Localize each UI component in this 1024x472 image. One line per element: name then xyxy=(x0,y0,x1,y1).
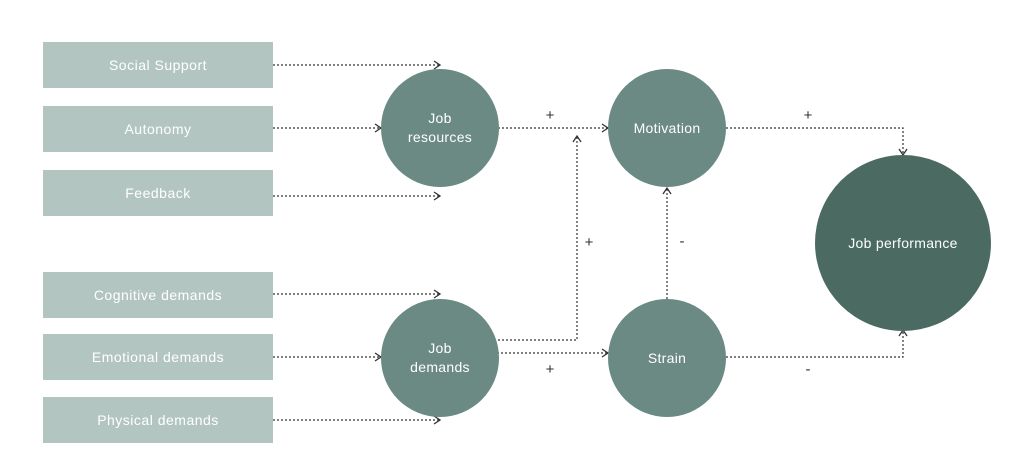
sign-strain-to-motivation: - xyxy=(679,233,685,250)
input-label: Feedback xyxy=(125,185,191,201)
input-label: Physical demands xyxy=(97,412,219,428)
input-label: Social Support xyxy=(108,57,208,73)
node-label-line: Job xyxy=(428,340,452,356)
input-box-cognitive-demands: Cognitive demands xyxy=(43,272,273,318)
input-label: Emotional demands xyxy=(91,349,225,365)
input-box-emotional-demands: Emotional demands xyxy=(43,334,273,380)
input-box-social-support: Social Support xyxy=(43,42,273,88)
node-label-line: demands xyxy=(410,359,470,375)
node-strain: Strain xyxy=(608,299,726,417)
input-box-autonomy: Autonomy xyxy=(43,106,273,152)
sign-motivation-to-performance: + xyxy=(803,107,813,124)
node-motivation: Motivation xyxy=(608,69,726,187)
sign-demands-to-motivation: + xyxy=(584,234,594,251)
node-label-line: Job xyxy=(428,110,452,126)
node-job-resources: Job resources xyxy=(381,69,499,187)
input-box-physical-demands: Physical demands xyxy=(43,397,273,443)
node-job-performance: Job performance xyxy=(815,155,991,331)
node-job-demands: Job demands xyxy=(381,299,499,417)
node-label: Job performance xyxy=(848,234,958,251)
sign-demands-to-strain: + xyxy=(545,361,555,378)
node-label: Motivation xyxy=(633,119,701,136)
node-label-line: resources xyxy=(407,129,473,145)
sign-resources-to-motivation: + xyxy=(545,107,555,124)
input-label: Autonomy xyxy=(124,121,192,137)
sign-strain-to-performance: - xyxy=(805,361,811,378)
arrow-strain-to-performance xyxy=(726,330,904,358)
input-box-feedback: Feedback xyxy=(43,170,273,216)
arrow-job-demands-to-motivation xyxy=(498,136,578,341)
node-label: Strain xyxy=(647,349,687,366)
arrow-motivation-to-performance xyxy=(726,127,904,155)
input-label: Cognitive demands xyxy=(93,287,223,303)
